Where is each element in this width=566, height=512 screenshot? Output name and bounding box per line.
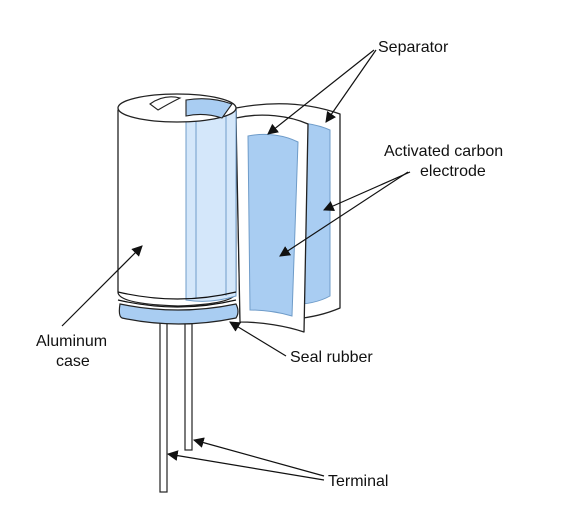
label-electrode-line1: Activated carbon	[384, 143, 503, 160]
aluminum-case	[117, 93, 237, 308]
separator-leader-inner	[267, 49, 375, 135]
top-cut-flap	[185, 98, 233, 119]
label-case-line1: Aluminum	[36, 333, 107, 350]
case-leader	[61, 245, 143, 327]
label-separator: Separator	[378, 39, 449, 56]
electrode-leader-outer	[323, 171, 411, 212]
separator-leader-outer	[325, 49, 377, 123]
terminal-leader-left	[166, 450, 325, 481]
terminal-leads	[159, 319, 193, 493]
terminal-leader-right	[192, 437, 325, 477]
label-electrode-line2: electrode	[420, 163, 486, 180]
electrode-leader-inner	[279, 171, 409, 257]
seal-leader	[229, 321, 287, 357]
terminal-left	[159, 319, 168, 493]
inner-electrode-sheet	[247, 133, 299, 317]
label-seal-rubber: Seal rubber	[290, 349, 373, 366]
label-case-line2: case	[56, 353, 90, 370]
leader-lines	[61, 49, 411, 481]
cutaway-electrode-roll	[185, 109, 237, 302]
terminal-right	[184, 319, 193, 451]
seal-rubber	[118, 303, 239, 325]
top-vent-mark	[149, 96, 182, 111]
label-terminal: Terminal	[328, 473, 388, 490]
